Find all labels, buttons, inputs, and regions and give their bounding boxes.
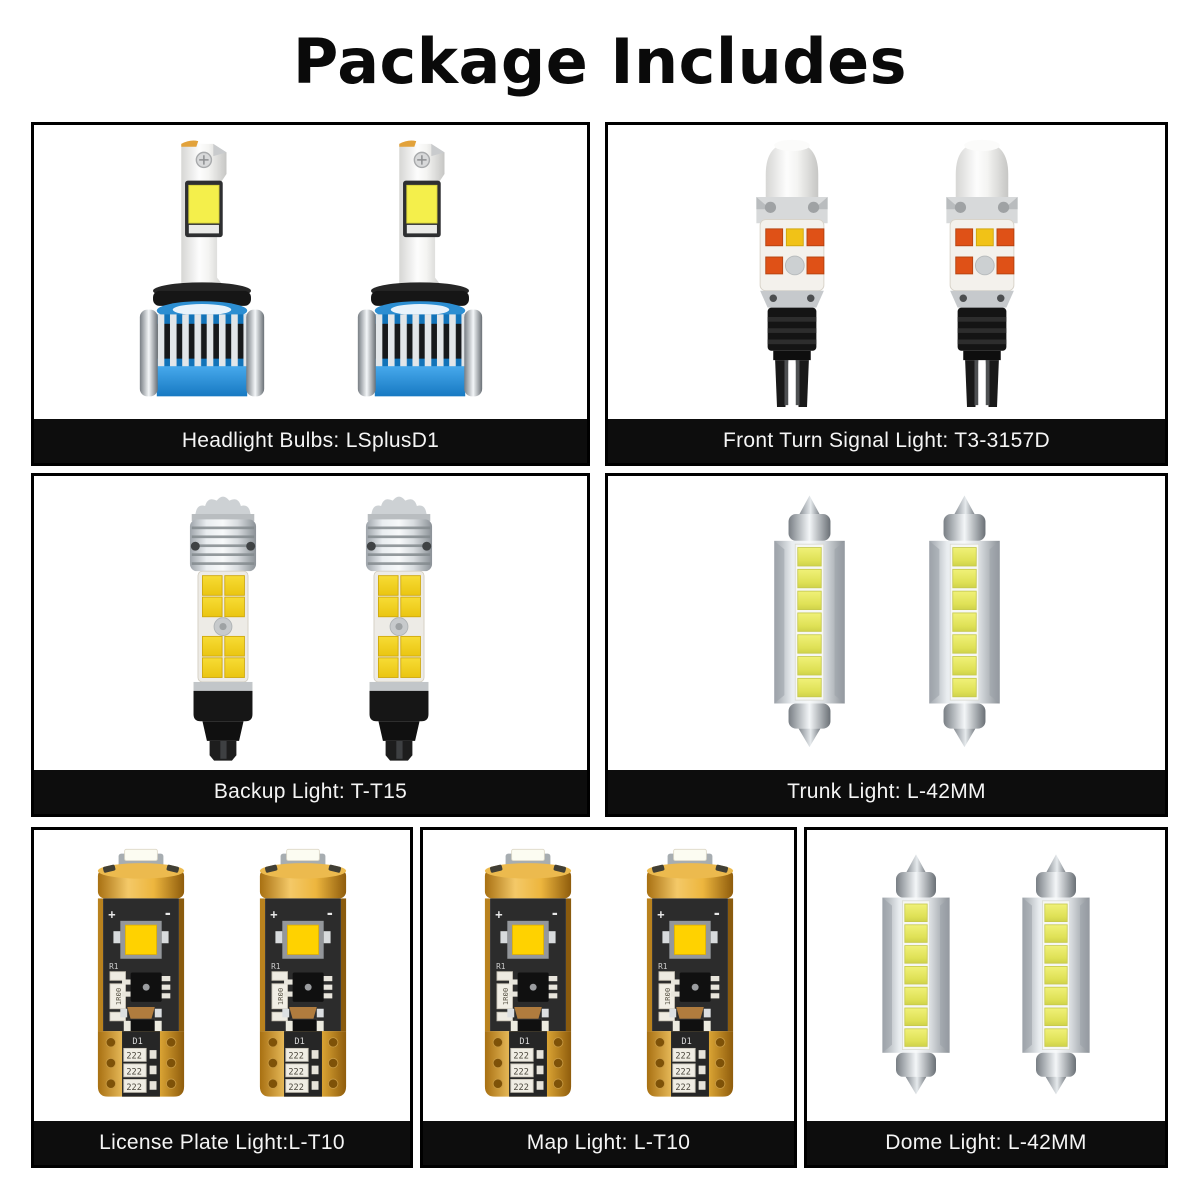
panel-front-turn-signal: Front Turn Signal Light: T3-3157D xyxy=(605,122,1168,466)
t10-bulb-illustration xyxy=(621,845,759,1107)
t10-bulb-illustration xyxy=(234,845,372,1107)
page-title: Package Includes xyxy=(292,24,908,98)
backup-bulb-illustration xyxy=(156,483,290,763)
row-2: Backup Light: T-T15 Trunk Light: L-42MM xyxy=(31,473,1168,817)
headlight-bulbs-image xyxy=(34,125,587,419)
t10-bulb-illustration xyxy=(72,845,210,1107)
festoon-bulb-illustration xyxy=(755,492,864,754)
dome-bulbs-image xyxy=(807,830,1165,1121)
panel-headlight: Headlight Bulbs: LSplusD1 xyxy=(31,122,590,466)
row-3: License Plate Light:L-T10 Map Light: L-T… xyxy=(31,827,1168,1168)
panel-caption-map: Map Light: L-T10 xyxy=(423,1121,794,1165)
map-bulbs-image xyxy=(423,830,794,1121)
row-1: Headlight Bulbs: LSplusD1 Front Turn Sig… xyxy=(31,122,1168,466)
trunk-bulbs-image xyxy=(608,476,1165,770)
festoon-bulb-illustration xyxy=(1004,851,1108,1101)
panel-caption-dome: Dome Light: L-42MM xyxy=(807,1121,1165,1165)
turn-signal-bulb-illustration xyxy=(717,133,867,411)
panel-caption-backup: Backup Light: T-T15 xyxy=(34,770,587,814)
backup-bulbs-image xyxy=(34,476,587,770)
turn-signal-bulbs-image xyxy=(608,125,1165,419)
license-plate-bulbs-image xyxy=(34,830,410,1121)
panel-license-plate: License Plate Light:L-T10 xyxy=(31,827,413,1168)
panel-caption-trunk: Trunk Light: L-42MM xyxy=(608,770,1165,814)
panel-caption-license-plate: License Plate Light:L-T10 xyxy=(34,1121,410,1165)
panel-backup: Backup Light: T-T15 xyxy=(31,473,590,817)
header: Package Includes xyxy=(0,0,1200,122)
festoon-bulb-illustration xyxy=(864,851,968,1101)
backup-bulb-illustration xyxy=(332,483,466,763)
panel-caption-front-turn-signal: Front Turn Signal Light: T3-3157D xyxy=(608,419,1165,463)
panels-grid: Headlight Bulbs: LSplusD1 Front Turn Sig… xyxy=(0,122,1200,1168)
turn-signal-bulb-illustration xyxy=(907,133,1057,411)
t10-bulb-illustration xyxy=(459,845,597,1107)
panel-caption-headlight: Headlight Bulbs: LSplusD1 xyxy=(34,419,587,463)
panel-map: Map Light: L-T10 xyxy=(420,827,797,1168)
panel-trunk: Trunk Light: L-42MM xyxy=(605,473,1168,817)
panel-dome: Dome Light: L-42MM xyxy=(804,827,1168,1168)
festoon-bulb-illustration xyxy=(910,492,1019,754)
headlight-bulb-illustration xyxy=(121,134,283,410)
headlight-bulb-illustration xyxy=(339,134,501,410)
